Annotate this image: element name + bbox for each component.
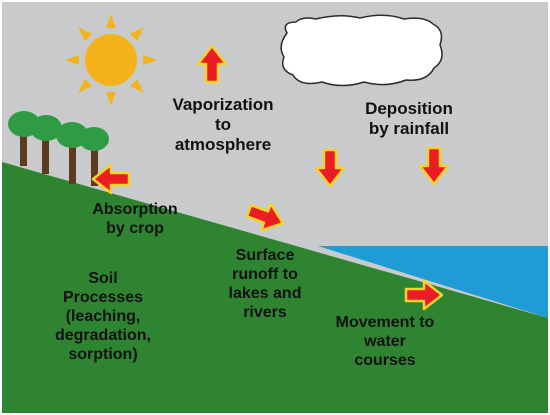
sun-icon bbox=[65, 14, 157, 106]
water-body bbox=[318, 246, 548, 318]
label-deposition: Deposition by rainfall bbox=[365, 99, 453, 139]
label-vaporization: Vaporization to atmosphere bbox=[172, 95, 274, 155]
label-runoff: Surface runoff to lakes and rivers bbox=[228, 247, 302, 321]
tree-icon bbox=[8, 111, 109, 186]
label-movement: Movement to water courses bbox=[335, 314, 435, 369]
label-soil-processes: Soil Processes (leaching, degradation, s… bbox=[54, 270, 151, 363]
land-slope bbox=[2, 162, 548, 413]
label-absorption: Absorption by crop bbox=[92, 201, 178, 237]
cloud-icon bbox=[280, 14, 443, 87]
